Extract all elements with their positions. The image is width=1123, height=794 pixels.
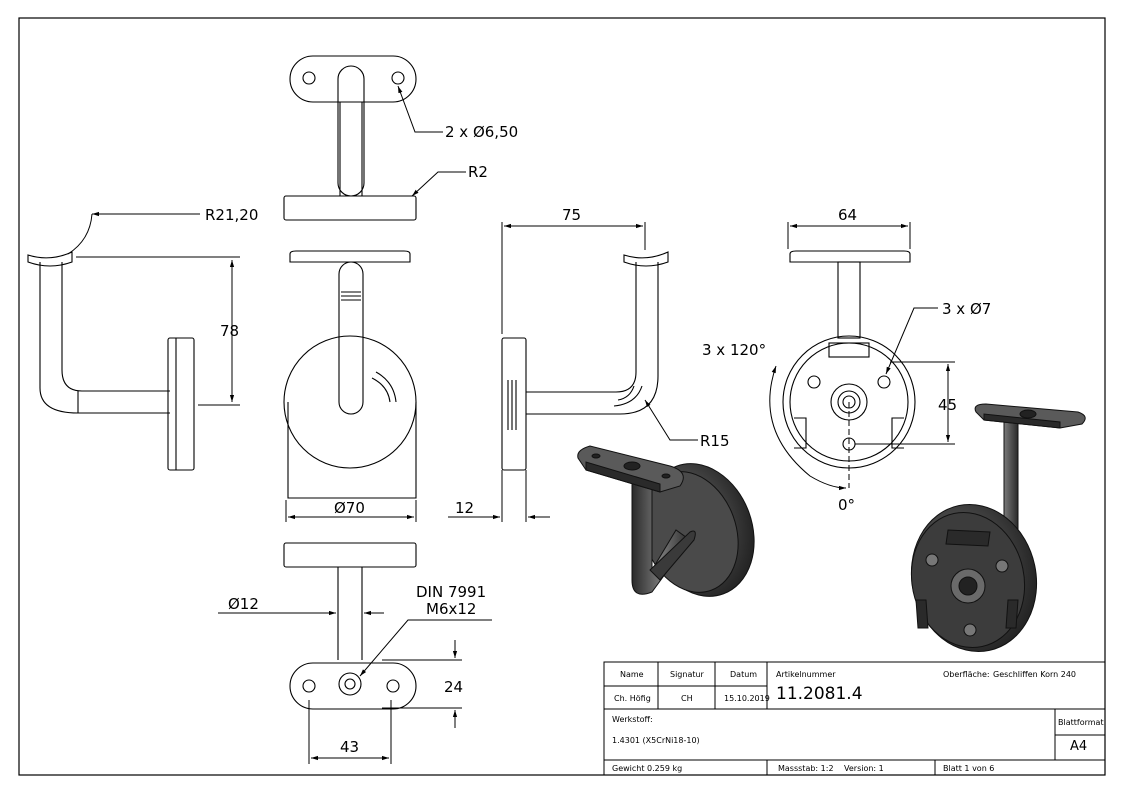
dim-width-43: 43 [340,738,359,756]
dim-height-45: 45 [938,396,957,414]
front-view-dims [285,500,417,522]
tb-name-value: Ch. Höfig [614,694,651,703]
tb-datum-label: Datum [730,670,758,679]
left-view-dims [67,211,240,406]
tb-signatur-label: Signatur [670,670,704,679]
dim-width-75: 75 [562,206,581,224]
tb-massstab: Massstab: 1:2 [778,764,834,773]
dim-radius-large: R21,20 [205,206,258,224]
back-view-dims [769,222,955,491]
dim-screw-standard: DIN 7991 [416,583,486,601]
tb-werkstoff-value: 1.4301 (X5CrNi18-10) [612,736,700,745]
dim-radius-small: R2 [468,163,488,181]
dim-height-24: 24 [444,678,463,696]
dim-thickness-12: 12 [455,499,474,517]
tb-artikel-label: Artikelnummer [776,670,836,679]
tb-version: Version: 1 [844,764,884,773]
dim-height-78: 78 [220,322,239,340]
dim-holes-top: 2 x Ø6,50 [445,123,518,141]
dim-screw-size: M6x12 [426,600,476,618]
isometric-render-back [910,403,1086,653]
dim-radius-15: R15 [700,432,730,450]
right-side-view [501,251,669,471]
left-side-view [27,251,195,471]
bottom-view [283,542,417,710]
dim-diameter-70: Ø70 [334,499,365,517]
tb-werkstoff-label: Werkstoff: [612,715,653,724]
top-view-leaders [397,85,466,197]
tb-artikel-value: 11.2081.4 [776,684,863,704]
bottom-view-dims [218,610,492,764]
isometric-render-front [577,445,755,597]
tb-oberflaeche-value: Geschliffen Korn 240 [993,670,1077,679]
back-view [782,250,916,469]
title-block [603,661,1106,776]
dim-holes-side: 3 x Ø7 [942,300,991,318]
dim-width-64: 64 [838,206,857,224]
sheet-border [18,17,1106,776]
tb-datum-value: 15.10.2019 [724,694,770,703]
tb-oberflaeche-label: Oberfläche: [943,670,990,679]
right-view-dims [448,222,698,522]
front-view [283,250,417,499]
dim-angle-0: 0° [838,496,855,514]
top-view [283,55,417,221]
tb-name-label: Name [620,670,644,679]
tb-blatt: Blatt 1 von 6 [943,764,995,773]
tb-signatur-value: CH [681,694,693,703]
tb-blattformat-value: A4 [1070,739,1088,754]
dim-diameter-12: Ø12 [228,595,259,613]
dim-angle-120: 3 x 120° [702,341,766,359]
tb-gewicht: Gewicht 0.259 kg [612,764,683,773]
tb-blattformat-label: Blattformat [1058,718,1104,727]
